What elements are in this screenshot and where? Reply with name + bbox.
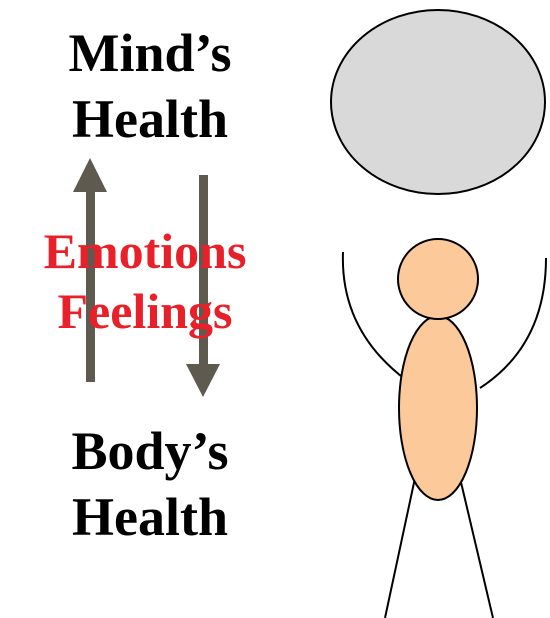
left-leg <box>385 478 415 618</box>
figure-body <box>399 316 477 500</box>
arrow-up-head <box>73 158 107 192</box>
mind-health-title-line1: Mind’s <box>45 26 255 80</box>
large-head-icon <box>331 10 545 194</box>
emotions-label: Emotions <box>10 226 280 276</box>
right-leg <box>460 478 493 618</box>
feelings-label: Feelings <box>10 286 280 336</box>
mind-health-title-line2: Health <box>45 92 255 146</box>
right-arm <box>480 258 546 388</box>
arrow-down-head <box>186 364 220 397</box>
body-health-title-line2: Health <box>45 490 255 544</box>
body-health-title-line1: Body’s <box>45 424 255 478</box>
figure-head <box>398 239 478 319</box>
left-arm <box>343 252 406 380</box>
stick-figure-icon <box>343 239 546 618</box>
